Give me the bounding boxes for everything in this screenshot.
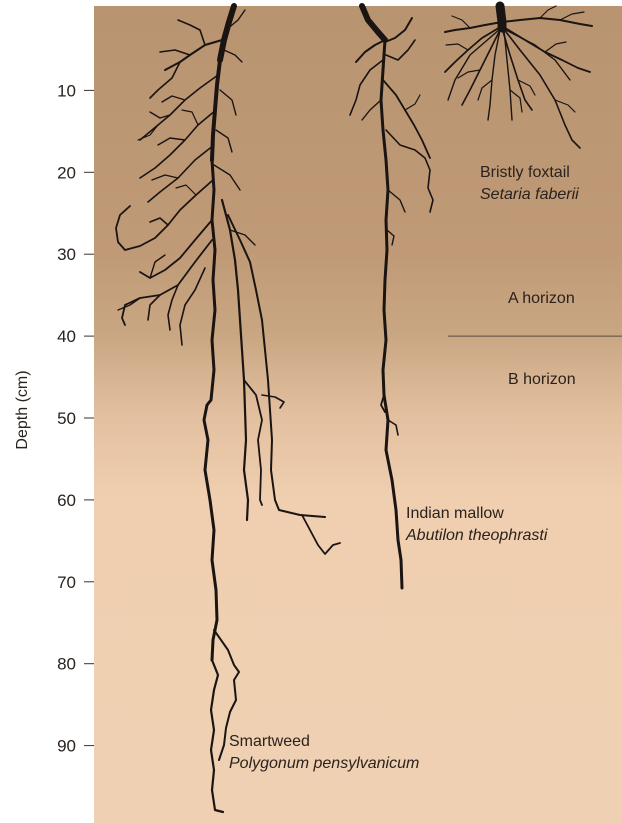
b-horizon-label: B horizon [508,371,576,388]
y-tick-label: 10 [57,81,76,100]
smartweed-scientific-name: Polygonum pensylvanicum [229,755,419,772]
y-tick-label: 50 [57,409,76,428]
indian-mallow-common-name: Indian mallow [406,505,504,522]
y-tick-label: 80 [57,655,76,674]
y-tick-label: 40 [57,327,76,346]
a-horizon-label: A horizon [508,290,575,307]
soil-panel [94,6,622,823]
y-tick-label: 70 [57,573,76,592]
y-axis-ticks: 10 20 30 40 50 60 70 80 90 [57,81,94,755]
smartweed-common-name: Smartweed [229,733,310,750]
bristly-foxtail-scientific-name: Setaria faberii [480,186,579,203]
y-axis-title: Depth (cm) [14,370,31,449]
indian-mallow-scientific-name: Abutilon theophrasti [405,527,548,544]
bristly-foxtail-common-name: Bristly foxtail [480,164,570,181]
y-tick-label: 90 [57,737,76,756]
y-tick-label: 30 [57,245,76,264]
y-tick-label: 60 [57,491,76,510]
y-tick-label: 20 [57,163,76,182]
